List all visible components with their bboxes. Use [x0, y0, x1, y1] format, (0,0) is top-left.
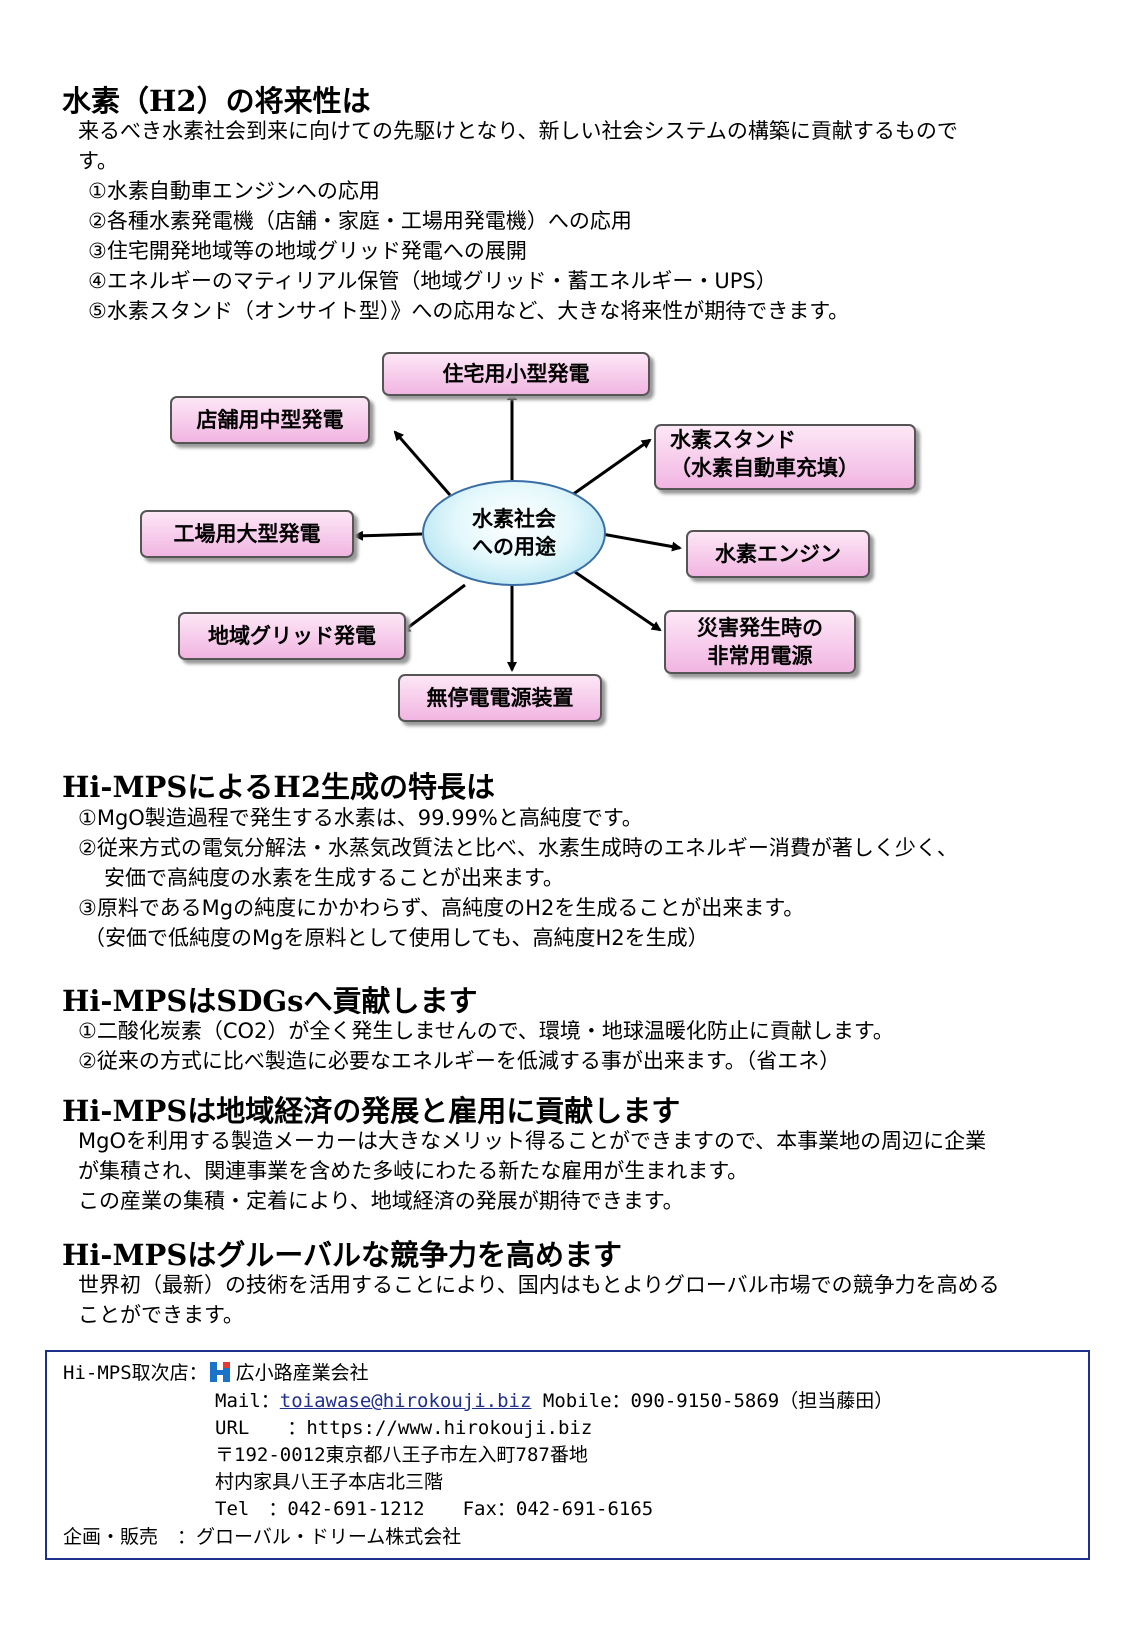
- list-item: ②従来の方式に比べ製造に必要なエネルギーを低減する事が出来ます。（省エネ）: [78, 1049, 841, 1073]
- text-line: が集積され、関連事業を含めた多岐にわたる新たな雇用が生まれます。: [78, 1159, 749, 1183]
- box-hydrogen-station: 水素スタンド （水素自動車充填）: [654, 424, 916, 490]
- box-hydrogen-station-line2: （水素自動車充填）: [670, 455, 859, 480]
- planner-label: 企画・販売 ：: [63, 1526, 197, 1548]
- list-item: ②各種水素発電機（店舗・家庭・工場用発電機）への応用: [88, 209, 632, 233]
- list-item: ④エネルギーのマティリアル保管（地域グリッド・蓄エネルギー・UPS）: [88, 269, 777, 293]
- diagram-arrows: [353, 390, 682, 672]
- box-hydrogen-station-line1: 水素スタンド: [670, 427, 796, 452]
- planner-row: 企画・販売 ：グローバル・ドリーム株式会社: [63, 1524, 461, 1550]
- address-line2: 村内家具八王子本店北三階: [215, 1471, 444, 1493]
- arrow-lower-left: [400, 583, 466, 634]
- text-line: 世界初（最新）の技術を活用することにより、国内はもとよりグローバル市場での競争力…: [78, 1273, 1000, 1297]
- text-line: 来るべき水素社会到来に向けての先駆けとなり、新しい社会システムの構築に貢献するも…: [78, 119, 958, 143]
- center-ellipse: 水素社会 への用途: [422, 480, 606, 586]
- box-factory-power: 工場用大型発電: [140, 510, 354, 558]
- box-emergency-power-line2: 非常用電源: [707, 643, 813, 668]
- agent-name: 広小路産業会社: [235, 1362, 369, 1384]
- box-hydrogen-engine: 水素エンジン: [686, 530, 870, 578]
- box-store-power: 店舗用中型発電: [170, 396, 370, 444]
- agent-row: Hi-MPS取次店： 広小路産業会社: [63, 1360, 369, 1386]
- list-item: ①水素自動車エンジンへの応用: [88, 179, 380, 203]
- box-emergency-power: 災害発生時の 非常用電源: [664, 610, 856, 674]
- arrow-right: [601, 532, 682, 552]
- contact-box: Hi-MPS取次店： 広小路産業会社 Mail：toiawase@hirokouj…: [45, 1350, 1090, 1560]
- section-title-hydrogen-future: 水素（H2）の将来性は: [62, 84, 371, 118]
- fax-text: Fax：042-691-6165: [462, 1498, 654, 1520]
- list-item: ③住宅開発地域等の地域グリッド発電への展開: [88, 239, 527, 263]
- arrow-upper-right: [571, 438, 652, 497]
- list-item: ①二酸化炭素（CO2）が全く発生しませんので、環境・地球温暖化防止に貢献します。: [78, 1019, 894, 1043]
- list-item: ③原料であるMgの純度にかかわらず、高純度のH2を生成ることが出来ます。: [78, 896, 805, 920]
- text-line: ことができます。: [78, 1303, 244, 1327]
- box-ups: 無停電電源装置: [398, 674, 602, 722]
- list-item: ⑤水素スタンド（オンサイト型）》への応用など、大きな将来性が期待できます。: [88, 299, 850, 323]
- mail-label: Mail：: [215, 1390, 280, 1412]
- hydrogen-uses-diagram: 住宅用小型発電 店舗用中型発電 水素スタンド （水素自動車充填） 工場用大型発電…: [0, 340, 1125, 740]
- mobile-text: Mobile：090-9150-5869（担当藤田）: [542, 1390, 894, 1412]
- url-text[interactable]: https://www.hirokouji.biz: [306, 1417, 593, 1439]
- mail-link[interactable]: toiawase@hirokouji.biz: [279, 1390, 532, 1412]
- list-item: （安価で低純度のMgを原料として使用しても、高純度H2を生成）: [84, 926, 709, 950]
- center-label-line2: への用途: [472, 534, 556, 559]
- text-line: MgOを利用する製造メーカーは大きなメリット得ることができますので、本事業地の周…: [78, 1129, 987, 1153]
- url-label: URL ：: [215, 1417, 307, 1439]
- section-title-regional-economy: Hi-MPSは地域経済の発展と雇用に貢献します: [62, 1094, 681, 1128]
- list-item: ②従来方式の電気分解法・水蒸気改質法と比べ、水素生成時のエネルギー消費が著しく少…: [78, 836, 958, 860]
- tel-text: Tel ：042-691-1212: [215, 1498, 425, 1520]
- company-logo-icon: [209, 1362, 230, 1382]
- list-item: 安価で高純度の水素を生成することが出来ます。: [104, 866, 564, 890]
- phone-row: Tel ：042-691-1212 Fax：042-691-6165: [215, 1496, 653, 1522]
- text-line: す。: [78, 149, 118, 173]
- arrow-left: [353, 530, 423, 541]
- planner-name: グローバル・ドリーム株式会社: [196, 1526, 462, 1548]
- box-home-power: 住宅用小型発電: [382, 352, 650, 396]
- section-title-sdgs: Hi-MPSはSDGsへ貢献します: [62, 984, 478, 1018]
- text-line: この産業の集積・定着により、地域経済の発展が期待できます。: [78, 1189, 684, 1213]
- mail-row: Mail：toiawase@hirokouji.biz Mobile：090-9…: [215, 1388, 893, 1414]
- center-label-line1: 水素社会: [472, 506, 556, 531]
- agent-label: Hi-MPS取次店：: [63, 1362, 208, 1384]
- arrow-lower-right: [574, 570, 662, 632]
- list-item: ①MgO製造過程で発生する水素は、99.99%と高純度です。: [78, 806, 643, 830]
- arrow-upper-left: [393, 430, 452, 496]
- url-row: URL ：https://www.hirokouji.biz: [215, 1415, 592, 1441]
- address-line1: 〒192-0012東京都八王子市左入町787番地: [215, 1444, 588, 1466]
- box-emergency-power-line1: 災害発生時の: [697, 615, 823, 640]
- section-title-h2-features: Hi-MPSによるH2生成の特長は: [62, 770, 496, 804]
- box-grid-power: 地域グリッド発電: [178, 612, 406, 660]
- section-title-global-competitiveness: Hi-MPSはグルーバルな競争力を高めます: [62, 1238, 623, 1272]
